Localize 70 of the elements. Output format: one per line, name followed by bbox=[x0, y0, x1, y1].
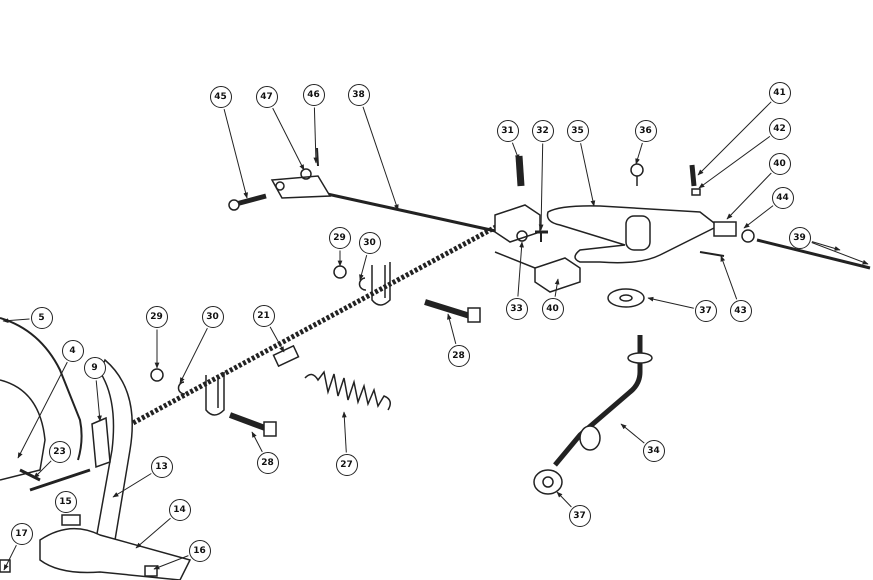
leader-line bbox=[647, 296, 694, 309]
leader-line bbox=[447, 313, 456, 344]
leader-line bbox=[635, 142, 643, 165]
callout-number: 28 bbox=[256, 452, 278, 474]
callout-number: 45 bbox=[210, 86, 232, 108]
callout-number: 17 bbox=[10, 522, 32, 544]
callout-number: 39 bbox=[788, 226, 810, 248]
callout-number: 29 bbox=[328, 226, 350, 248]
leader-line bbox=[272, 108, 304, 171]
callout-number: 28 bbox=[448, 344, 470, 366]
leader-line bbox=[580, 142, 596, 207]
callout-number: 37 bbox=[694, 300, 716, 322]
callout-number: 43 bbox=[730, 300, 752, 322]
callout-number: 42 bbox=[768, 118, 790, 140]
leader-line bbox=[720, 255, 738, 300]
callout-number: 29 bbox=[146, 306, 168, 328]
callout-number: 31 bbox=[496, 120, 518, 142]
leader-line bbox=[554, 278, 560, 298]
leader-line bbox=[154, 329, 160, 369]
leader-line bbox=[698, 136, 770, 188]
leader-line bbox=[270, 326, 284, 353]
leader-line bbox=[811, 242, 869, 264]
leader-line bbox=[180, 328, 208, 384]
callout-number: 35 bbox=[566, 120, 588, 142]
callout-number: 4 bbox=[62, 340, 84, 362]
leader-line bbox=[224, 108, 248, 199]
callout-number: 40 bbox=[768, 152, 790, 174]
callout-number: 23 bbox=[48, 440, 70, 462]
leader-line bbox=[342, 411, 347, 453]
callout-number: 47 bbox=[256, 86, 278, 108]
callout-number: 32 bbox=[532, 120, 554, 142]
callout-number: 46 bbox=[302, 84, 324, 106]
callout-number: 40 bbox=[542, 298, 564, 320]
callout-number: 16 bbox=[188, 540, 210, 562]
leader-line bbox=[338, 250, 342, 267]
leader-line bbox=[2, 318, 30, 323]
callout-number: 9 bbox=[84, 356, 106, 378]
leader-line bbox=[96, 380, 102, 422]
leader-line bbox=[517, 241, 524, 297]
callout-number: 15 bbox=[54, 490, 76, 512]
leader-line bbox=[812, 241, 841, 251]
leader-line bbox=[698, 101, 772, 176]
leader-line bbox=[34, 460, 52, 478]
callout-number: 34 bbox=[642, 440, 664, 462]
leader-line bbox=[18, 362, 68, 459]
callout-number: 38 bbox=[348, 84, 370, 106]
callout-number: 44 bbox=[772, 186, 794, 208]
leader-line bbox=[538, 143, 544, 231]
leader-line bbox=[359, 254, 368, 281]
callout-number: 14 bbox=[168, 498, 190, 520]
leader-line bbox=[112, 473, 152, 498]
callout-number: 30 bbox=[202, 306, 224, 328]
callout-number: 21 bbox=[252, 304, 274, 326]
callout-number: 13 bbox=[150, 456, 172, 478]
leader-line bbox=[136, 518, 171, 548]
leader-line bbox=[362, 106, 399, 211]
callout-number: 30 bbox=[358, 232, 380, 254]
leader-line bbox=[726, 172, 772, 220]
leader-line bbox=[4, 544, 17, 571]
callout-number: 41 bbox=[768, 82, 790, 104]
leader-line bbox=[252, 431, 263, 452]
callout-number: 37 bbox=[568, 504, 590, 526]
callout-number: 5 bbox=[30, 306, 52, 328]
callout-number: 33 bbox=[506, 298, 528, 320]
callout-number: 36 bbox=[634, 120, 656, 142]
leader-line bbox=[313, 107, 318, 164]
leader-line bbox=[620, 424, 645, 444]
leader-line bbox=[556, 492, 572, 508]
callout-number: 27 bbox=[336, 454, 358, 476]
leader-line bbox=[744, 205, 774, 228]
